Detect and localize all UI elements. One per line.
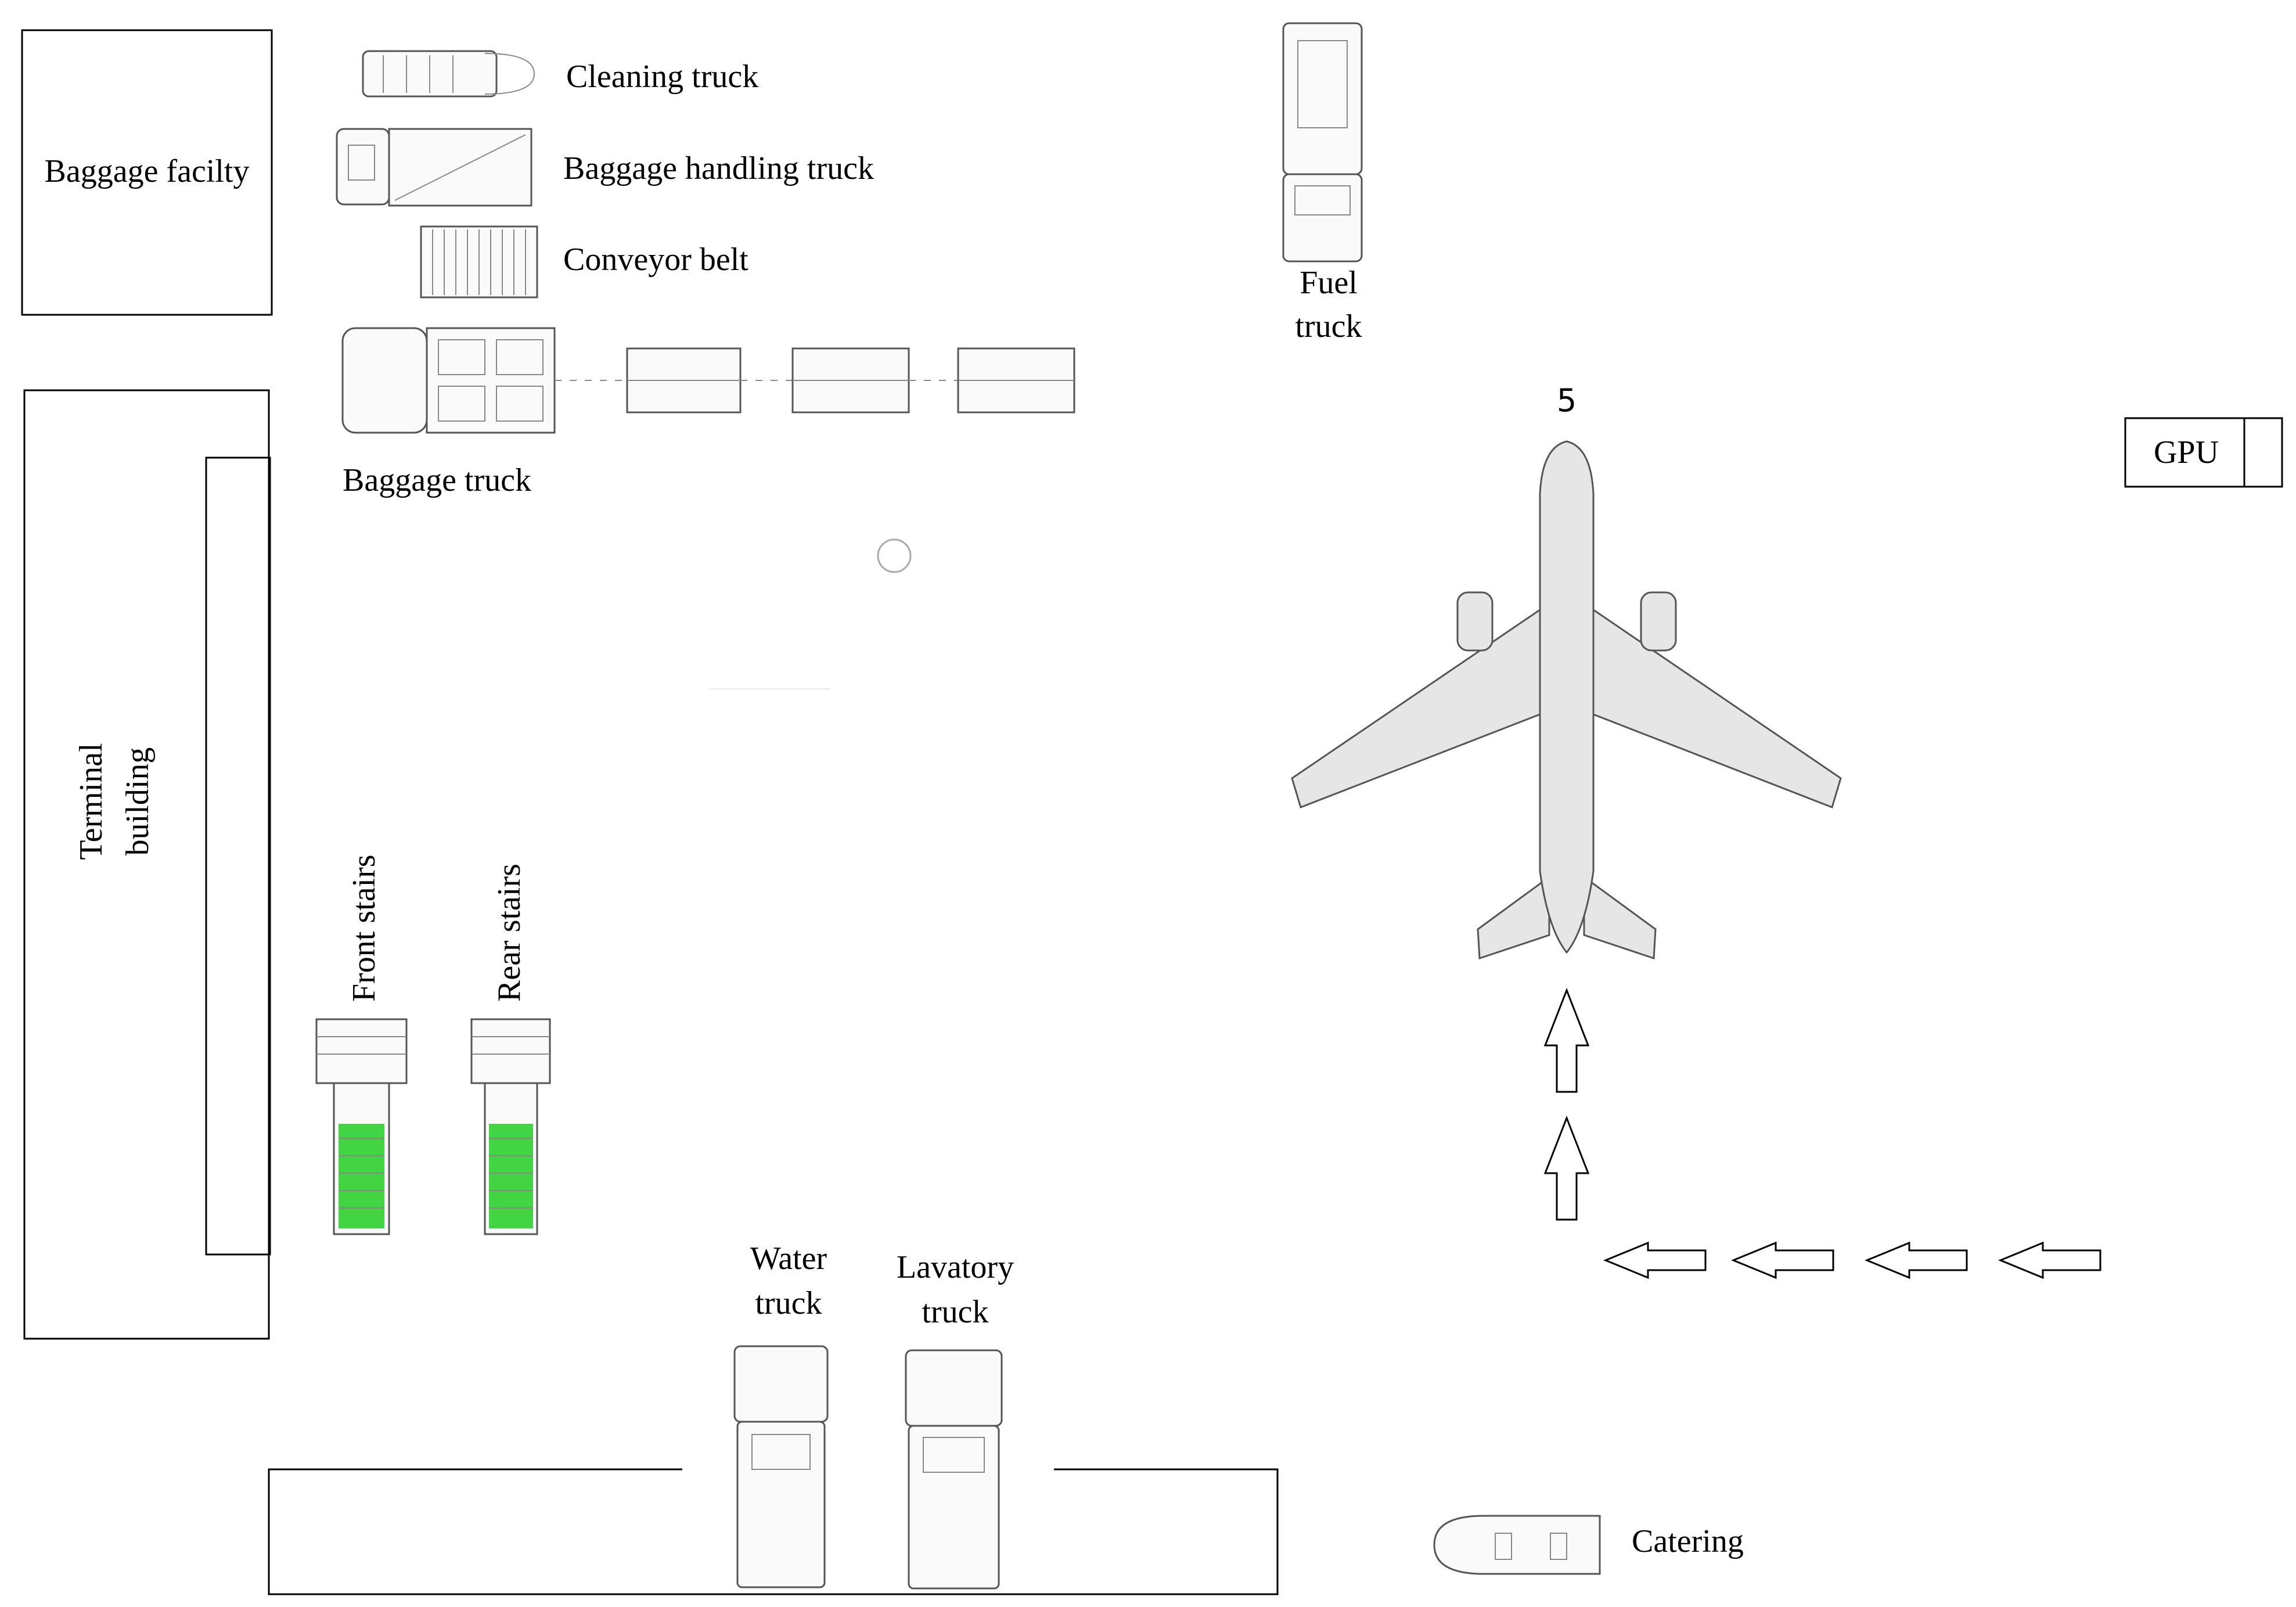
water-truck-label-line2: truck bbox=[755, 1285, 822, 1321]
front-stairs-steps bbox=[339, 1124, 384, 1228]
left-wing bbox=[1291, 608, 1541, 808]
baggage-handling-truck: Baggage handling truck bbox=[336, 128, 874, 207]
service-road bbox=[268, 1468, 1279, 1595]
aircraft bbox=[1291, 440, 1842, 960]
right-stabilizer bbox=[1583, 875, 1657, 960]
front-stairs: Front stairs bbox=[315, 854, 408, 1235]
fuel-truck: Fuel truck bbox=[1282, 22, 1363, 344]
conveyor-belt: Conveyor belt bbox=[420, 225, 748, 299]
rear-stairs: Rear stairs bbox=[470, 864, 551, 1235]
baggage-handling-truck-label: Baggage handling truck bbox=[563, 150, 874, 186]
front-stairs-label: Front stairs bbox=[346, 854, 382, 1002]
lavatory-truck: Lavatory truck bbox=[897, 1249, 1014, 1590]
arrow-up-lower bbox=[1543, 1115, 1590, 1221]
arrow-left-4 bbox=[1998, 1241, 2101, 1279]
terminal-label-line1: Terminal bbox=[73, 743, 109, 860]
arrow-left-2 bbox=[1731, 1241, 1834, 1279]
arrow-up-upper bbox=[1543, 987, 1590, 1093]
conveyor-belt-label: Conveyor belt bbox=[563, 242, 748, 278]
rear-stairs-steps bbox=[489, 1124, 533, 1228]
right-engine bbox=[1640, 591, 1677, 652]
lavatory-truck-label-line1: Lavatory bbox=[897, 1249, 1014, 1285]
baggage-truck: Baggage truck bbox=[341, 327, 1075, 498]
water-truck-label-line1: Water bbox=[750, 1241, 827, 1277]
position-marker bbox=[877, 538, 912, 573]
gpu: GPU bbox=[2124, 417, 2283, 488]
arrow-left-1 bbox=[1603, 1241, 1707, 1279]
gpu-label: GPU bbox=[2154, 434, 2219, 470]
fuel-truck-label-line2: truck bbox=[1295, 308, 1362, 344]
stand-number: 5 bbox=[1557, 382, 1577, 419]
baggage-truck-label: Baggage truck bbox=[343, 462, 531, 498]
catering-label: Catering bbox=[1632, 1523, 1744, 1559]
terminal-label-line2: building bbox=[120, 747, 156, 856]
baggage-facility-label: Baggage facilty bbox=[45, 153, 250, 189]
baggage-facility: Baggage facilty bbox=[21, 29, 273, 316]
catering-truck: Catering bbox=[1433, 1515, 1744, 1575]
right-wing bbox=[1592, 608, 1842, 808]
rear-stairs-label: Rear stairs bbox=[491, 864, 527, 1002]
cleaning-truck-label: Cleaning truck bbox=[566, 59, 758, 95]
left-engine bbox=[1456, 591, 1494, 652]
water-truck: Water truck bbox=[733, 1241, 829, 1588]
lavatory-truck-label-line2: truck bbox=[922, 1294, 988, 1330]
fuselage bbox=[1539, 440, 1595, 954]
fuel-truck-label-line1: Fuel bbox=[1300, 265, 1358, 301]
arrow-left-3 bbox=[1865, 1241, 1968, 1279]
terminal-building: Terminal building bbox=[23, 389, 271, 1340]
cleaning-truck: Cleaning truck bbox=[362, 50, 758, 98]
left-stabilizer bbox=[1477, 875, 1550, 960]
